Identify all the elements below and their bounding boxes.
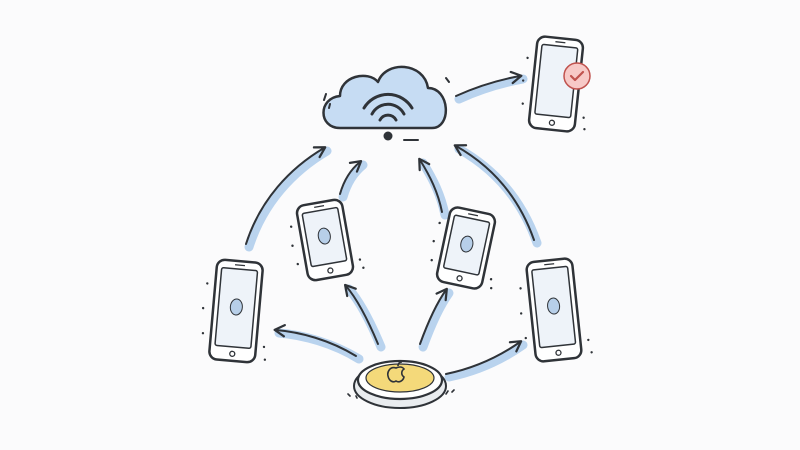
smartphone-icon (201, 258, 267, 364)
arrow-icon (343, 283, 386, 352)
check-badge-icon (563, 62, 591, 90)
arrows (244, 70, 542, 382)
smartphone-icon (521, 35, 586, 133)
arrow-icon (418, 287, 454, 352)
airtag-icon (347, 359, 455, 409)
arrow-icon (444, 340, 528, 382)
wifi-icon (362, 92, 414, 122)
cloud-icon (322, 65, 450, 141)
smartphone-icon (519, 257, 593, 363)
arrow-icon (338, 160, 368, 202)
arrow-icon (454, 70, 528, 104)
smartphone-icon (430, 206, 497, 290)
arrow-icon (453, 144, 542, 248)
arrow-icon (273, 323, 364, 364)
smartphone-icon (289, 198, 365, 282)
apple-logo-icon (387, 361, 406, 383)
arrow-icon (244, 146, 332, 252)
arrow-icon (418, 157, 450, 220)
phones (201, 35, 593, 364)
